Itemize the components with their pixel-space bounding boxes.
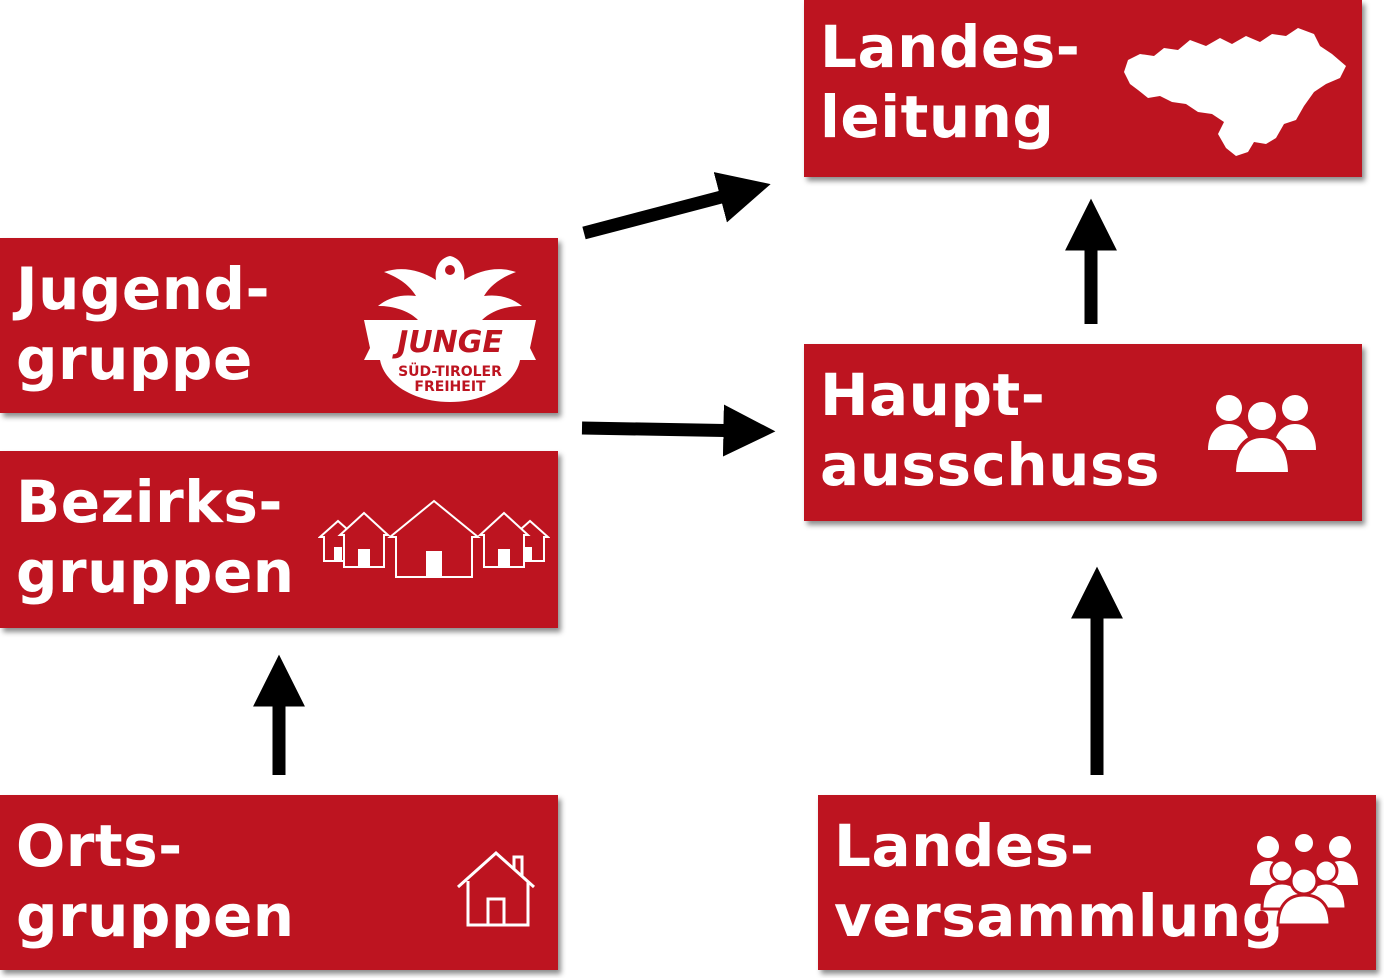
arrow-bezirksgruppen-to-hauptausschuss <box>581 404 776 457</box>
node-bezirksgruppen: Bezirks- gruppen <box>0 451 558 628</box>
node-label: Landes- leitung <box>820 13 1081 151</box>
node-label: Orts- gruppen <box>16 812 295 950</box>
crowd-people-icon <box>1250 834 1358 927</box>
arrow-jugendgruppe-to-landesleitung <box>582 172 771 240</box>
logo-line-2: FREIHEIT <box>414 379 486 395</box>
node-label: Jugend- gruppe <box>16 255 271 393</box>
house-icon <box>456 850 536 927</box>
node-landesversammlung: Landes- versammlung <box>818 795 1376 970</box>
node-label: Landes- versammlung <box>834 812 1284 950</box>
node-landesleitung: Landes- leitung <box>804 0 1362 177</box>
south-tyrol-map-icon <box>1124 28 1346 156</box>
node-hauptausschuss: Haupt- ausschuss <box>804 344 1362 521</box>
logo-line-1: SÜD-TIROLER <box>398 362 502 380</box>
node-jugendgruppe: Jugend- gruppe JUNGE SÜD-TIROLER FREIHEI… <box>0 238 558 413</box>
group-people-icon <box>1208 395 1316 476</box>
node-label: Bezirks- gruppen <box>16 468 295 606</box>
houses-icon <box>318 499 550 578</box>
node-label: Haupt- ausschuss <box>820 361 1160 499</box>
node-ortsgruppen: Orts- gruppen <box>0 795 558 970</box>
logo-word: JUNGE <box>392 325 503 360</box>
junge-sued-tiroler-freiheit-logo: JUNGE SÜD-TIROLER FREIHEIT <box>364 256 536 402</box>
